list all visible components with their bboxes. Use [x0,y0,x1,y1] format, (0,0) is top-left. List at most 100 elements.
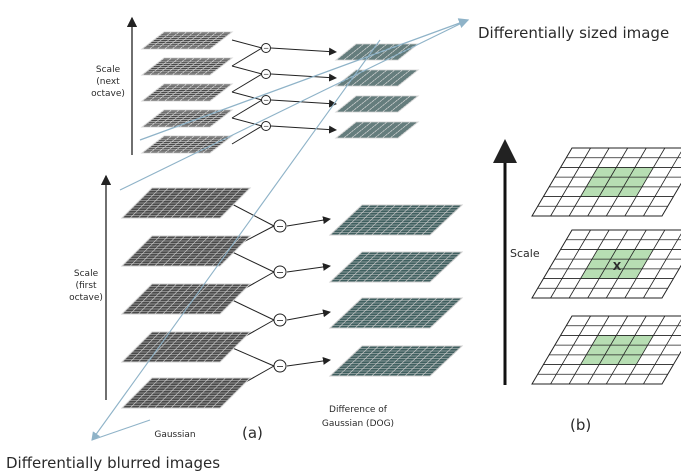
plate-surface [140,109,234,128]
pointer-line-top [139,18,470,141]
subtract-circle [273,265,287,279]
grid-line [194,83,218,102]
grid-line [187,135,210,154]
grid-line [624,147,666,217]
neighbour-cell [586,259,611,269]
connector [231,91,263,101]
grid-line [156,57,180,76]
subtract-circle [261,69,271,79]
grid-line [421,297,454,329]
neighbour-cell [629,249,654,260]
grid-line [568,315,610,385]
connector [231,117,263,127]
plate-surface [140,135,234,154]
dog-label-2: Gaussian (DOG) [322,419,394,429]
connector [231,39,263,49]
grid-line [156,135,180,154]
grid-line [624,229,666,299]
grid-line [194,57,218,76]
grid-line [211,331,243,363]
neighbour-cell [604,345,630,355]
grid-line [605,147,647,217]
neighbour-cell [610,335,635,346]
grid-line [202,83,225,102]
neighbour-cell [623,177,648,187]
dog-image [328,345,464,377]
gaussian-image [120,187,252,219]
neighbour-cell [580,354,605,365]
grid-line [156,83,180,102]
pointer-line-top-2 [119,19,469,191]
grid-line [390,69,411,87]
grid-line [374,95,395,113]
grid-line [164,83,187,102]
neighbour-cell [617,268,642,279]
gaussian-image [120,283,252,315]
subtract-symbol: − [263,121,269,130]
grid-line [164,135,187,154]
grid-line [187,31,210,50]
subtract-symbol: − [263,95,269,104]
grid-line [587,229,629,299]
arrow [270,47,337,56]
scale-level-grid [531,229,681,299]
grid-line [382,43,403,61]
neighbour-cell [629,335,654,346]
panel-b-label: (b) [570,416,591,434]
neighbour-cell [599,268,624,279]
grid-line [550,229,591,299]
grid-line [164,57,187,76]
grid-line [172,83,195,102]
grid-line [194,31,218,50]
neighbour-cell [592,249,617,260]
dog-image-small [334,121,420,139]
scale-space-neighbourhood [531,147,681,385]
grid-line [587,147,629,217]
dog-stack-next-octave [334,43,420,139]
arrow [286,216,331,227]
grid-line [568,229,610,299]
upper-axis-label-3: octave) [91,89,125,99]
grid-line [374,43,395,61]
grid-line [172,135,195,154]
grid-line [605,229,647,299]
arrow [270,125,337,134]
neighbour-cell [629,167,654,178]
grid-line [187,83,210,102]
subtract-node: − [261,121,271,131]
grid-line [149,135,172,154]
neighbour-cell [610,249,635,260]
gaussian-image-small [140,57,234,76]
annotation-sized-image: Differentially sized image [478,24,669,42]
grid-line [550,315,591,385]
keypoint-marker: X [613,260,622,273]
grid-line [643,233,681,299]
grid-line [643,151,681,217]
grid-line [187,57,210,76]
grid-line [179,135,202,154]
subtract-node: − [261,95,271,105]
grid-line [568,147,610,217]
arrow [286,309,331,321]
grid-line [149,31,172,50]
connector [231,65,263,75]
grid-line [643,319,681,385]
grid-line [605,315,647,385]
subtract-symbol: − [276,267,284,278]
lower-axis-label-3: octave) [69,293,103,303]
grid-line [164,31,187,50]
grid-line [421,204,454,236]
pointer-line-bottom-2 [91,419,151,441]
subtract-symbol: − [276,221,284,232]
neighbour-cell [604,259,630,269]
grid-line [202,57,225,76]
subtract-circle [261,121,271,131]
gaussian-image-small [140,31,234,50]
grid-line [390,95,411,113]
grid-line [211,187,243,219]
subtraction-nodes: −−−−−−−− [261,43,287,373]
lower-axis-label-1: Scale [74,269,99,279]
connector [231,99,263,119]
subtract-circle [273,219,287,233]
plate-surface [140,83,234,102]
